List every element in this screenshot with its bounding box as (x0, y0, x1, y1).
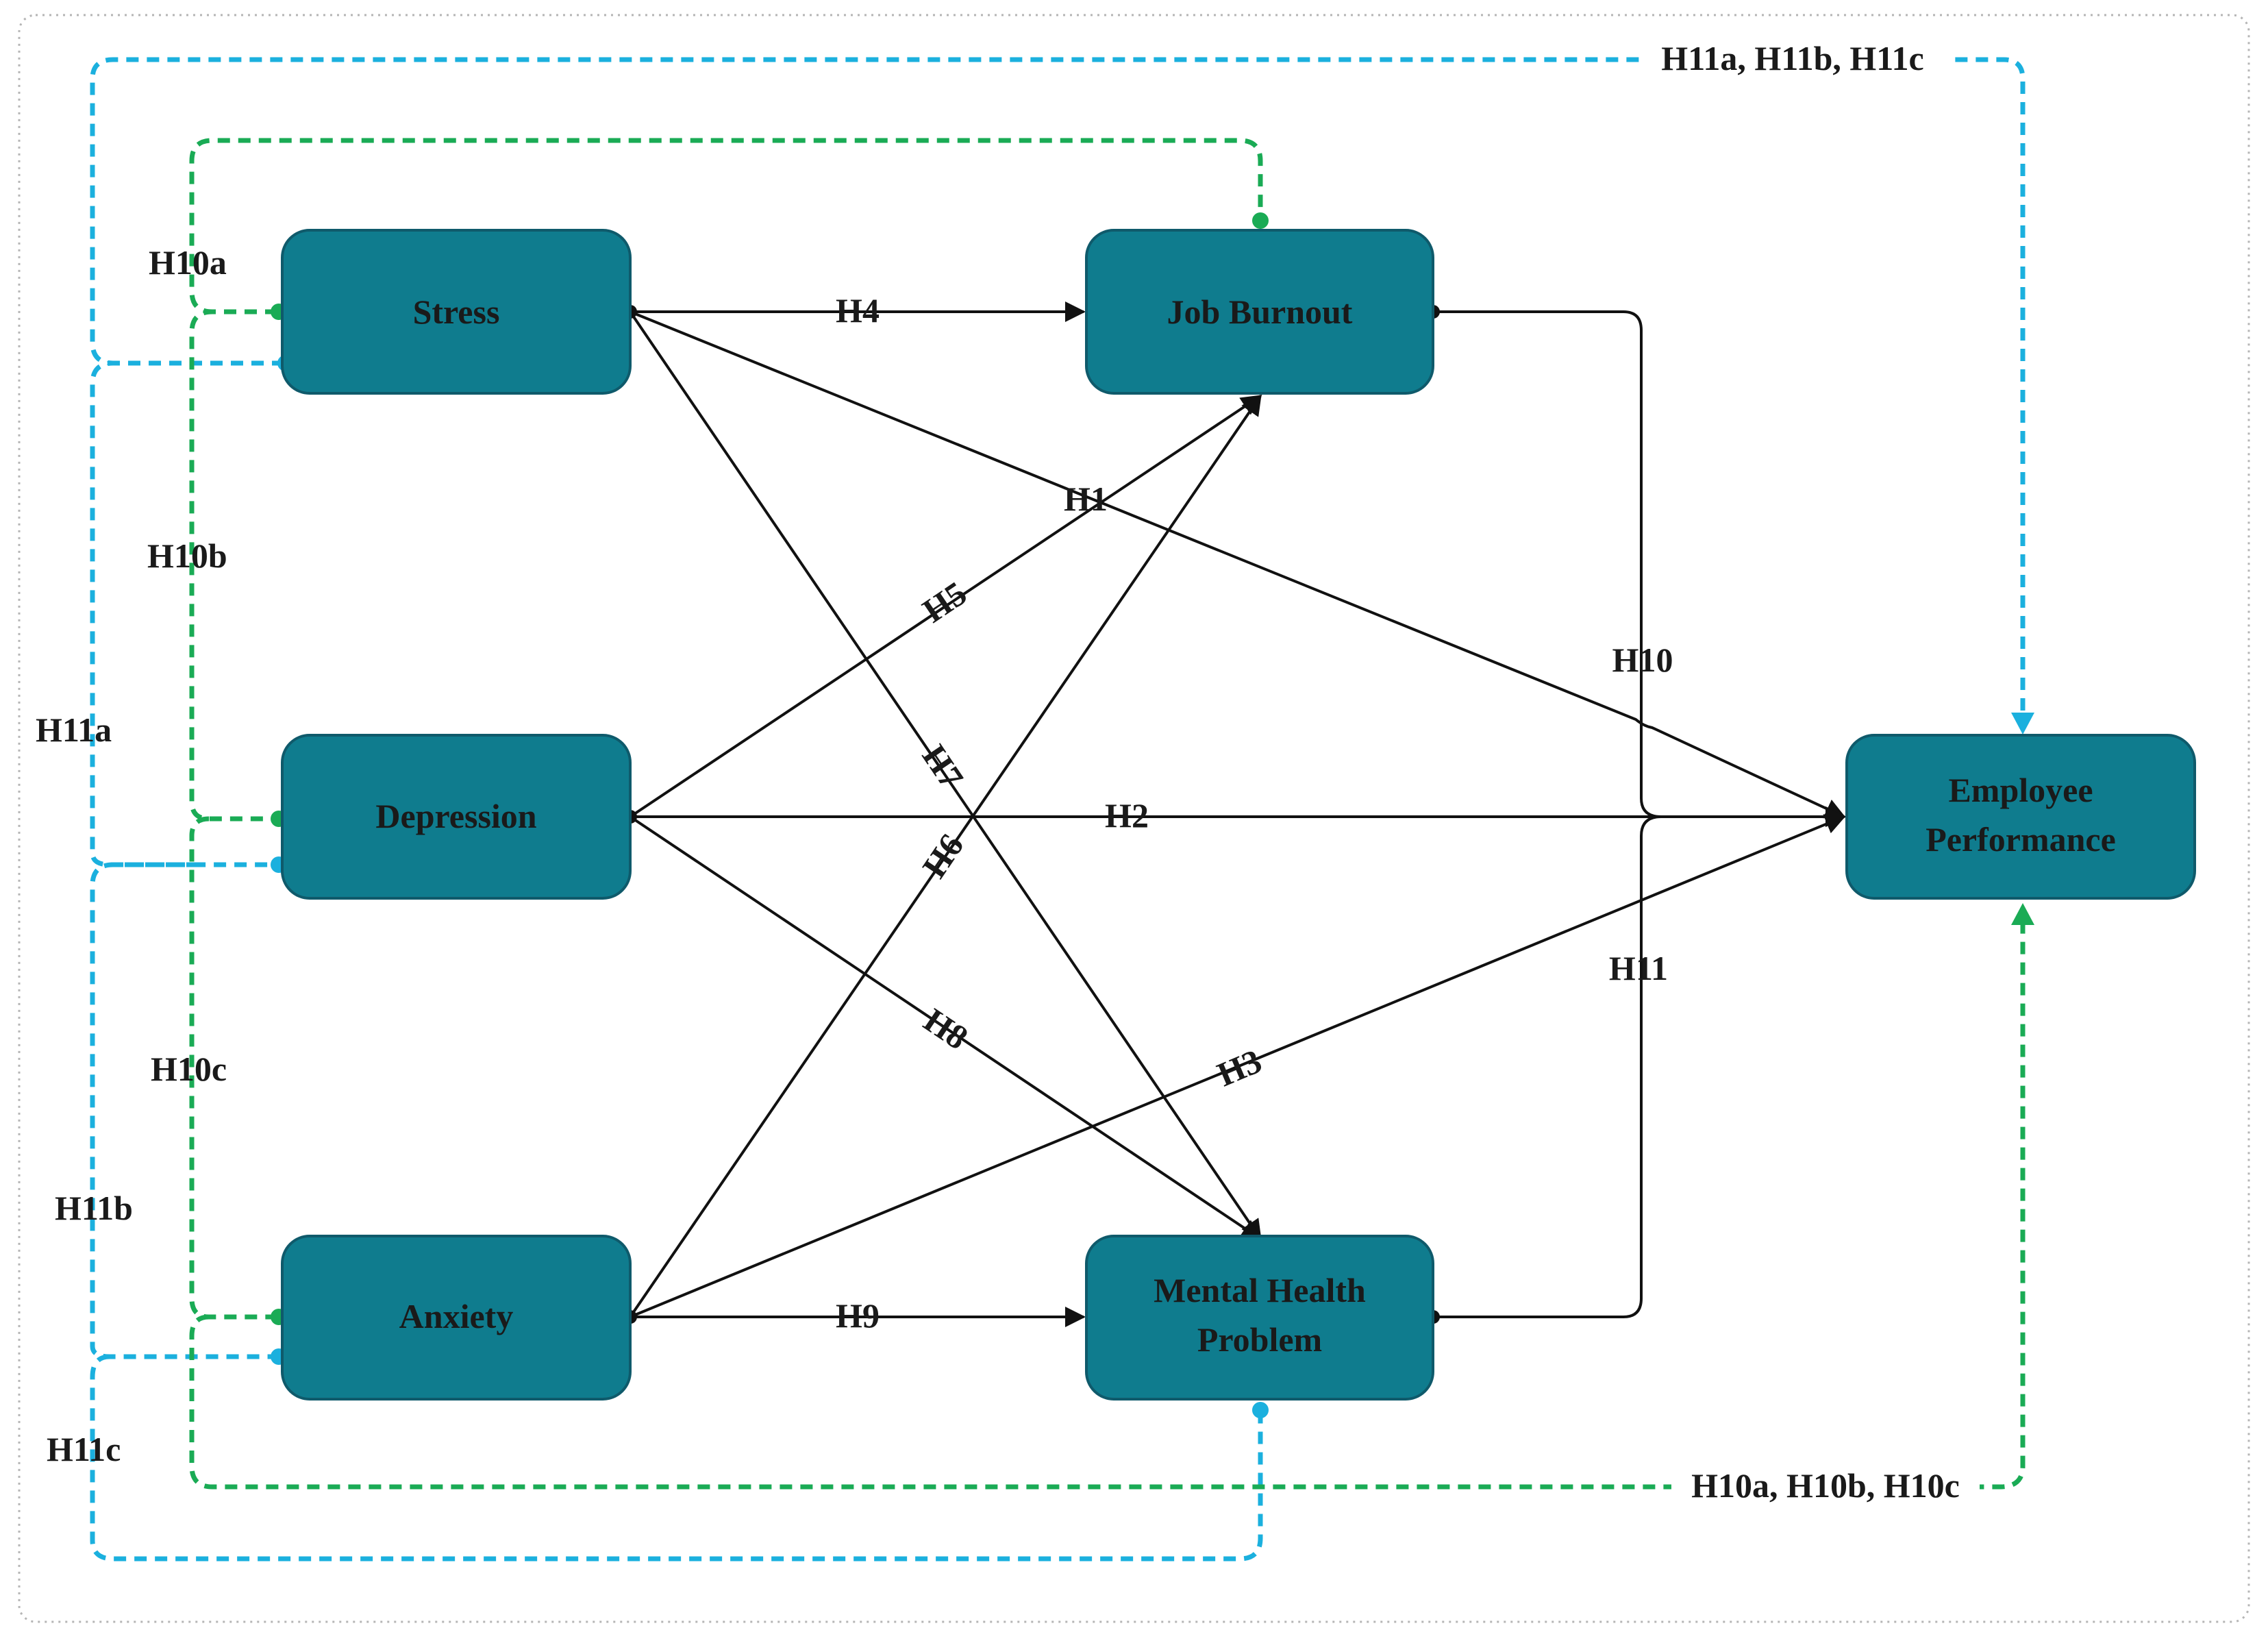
mediation-spine-h11-lower (90, 862, 284, 1359)
label-h3: H3 (1212, 1041, 1267, 1094)
node-job-burnout: Job Burnout (1085, 229, 1434, 395)
node-label-job-burnout: Job Burnout (1167, 293, 1353, 331)
node-box (1085, 229, 1434, 395)
label-h11c: H11c (47, 1430, 121, 1468)
label-h8: H8 (917, 1000, 975, 1057)
node-box (1085, 1235, 1434, 1401)
node-anxiety: Anxiety (281, 1235, 632, 1401)
label-h11a: H11a (36, 711, 112, 749)
label-bg-top (1641, 42, 1949, 77)
node-label-depression: Depression (375, 797, 536, 835)
edge-h10 (1433, 310, 1846, 827)
node-box (281, 229, 632, 395)
mediation-path-h11c-bottom (90, 1354, 1263, 1562)
dot-jobburnout-green (1252, 212, 1269, 229)
diagram-frame (18, 14, 2250, 1623)
node-depression: Depression (281, 734, 632, 900)
node-label-employee-performance-line1: Employee (1948, 771, 2093, 809)
mediation-paths (90, 57, 2034, 1562)
label-h10a: H10a (149, 243, 227, 282)
node-label-mhp-line1: Mental Health (1154, 1271, 1366, 1309)
arrow-head-blue-ep (2011, 713, 2034, 735)
label-h10b: H10b (147, 536, 227, 575)
solid-edge-labels: H4 H1 H5 H10 H7 H2 H6 H11 H8 H3 H9 (836, 291, 1673, 1335)
node-box (1845, 734, 2196, 900)
edge-h7 (629, 310, 1262, 1241)
edge-h11 (1433, 806, 1846, 1318)
label-h4: H4 (836, 291, 880, 330)
label-h10: H10 (1612, 641, 1673, 679)
edge-h8 (629, 815, 1262, 1240)
label-h6: H6 (914, 827, 971, 885)
node-label-employee-performance-line2: Performance (1926, 820, 2116, 859)
node-mental-health-problem: Mental Health Problem (1085, 1235, 1434, 1401)
edge-h5 (629, 395, 1262, 818)
label-h10c: H10c (151, 1050, 227, 1088)
source-dots (623, 305, 1440, 1324)
mediation-path-h10-bottom (189, 915, 2026, 1490)
mediation-spine-h10 (189, 309, 277, 822)
node-label-mhp-line2: Problem (1197, 1320, 1322, 1359)
node-employee-performance: Employee Performance (1845, 734, 2196, 900)
arrow-head-green-ep (2011, 903, 2034, 925)
node-label-anxiety: Anxiety (399, 1297, 514, 1335)
mediation-labels: H10a H10b H11a H10c H11b H11c H11a, H11b… (36, 39, 1980, 1505)
node-label-stress: Stress (413, 293, 500, 331)
mediation-path-h11-top (90, 57, 2026, 723)
edge-h1 (630, 310, 1846, 819)
node-box (281, 1235, 632, 1401)
label-h11: H11 (1609, 949, 1668, 987)
label-h9: H9 (836, 1296, 880, 1335)
node-box (281, 734, 632, 900)
label-h2: H2 (1105, 796, 1149, 835)
edge-h6 (629, 394, 1262, 1318)
node-stress: Stress (281, 229, 632, 395)
mediation-path-h10-top (189, 138, 1263, 314)
label-h11abc-top: H11a, H11b, H11c (1661, 39, 1923, 77)
label-bg-bottom (1671, 1470, 1980, 1504)
label-h1: H1 (1064, 480, 1108, 518)
dot-mhp-blue (1252, 1402, 1269, 1418)
direct-paths (629, 301, 1846, 1327)
label-h11b: H11b (55, 1189, 133, 1227)
label-h10abc-bottom: H10a, H10b, H10c (1691, 1466, 1960, 1505)
mediation-spine-h11 (90, 360, 284, 867)
mediation-spine-h10-lower (189, 816, 277, 1320)
label-h7: H7 (915, 738, 971, 795)
